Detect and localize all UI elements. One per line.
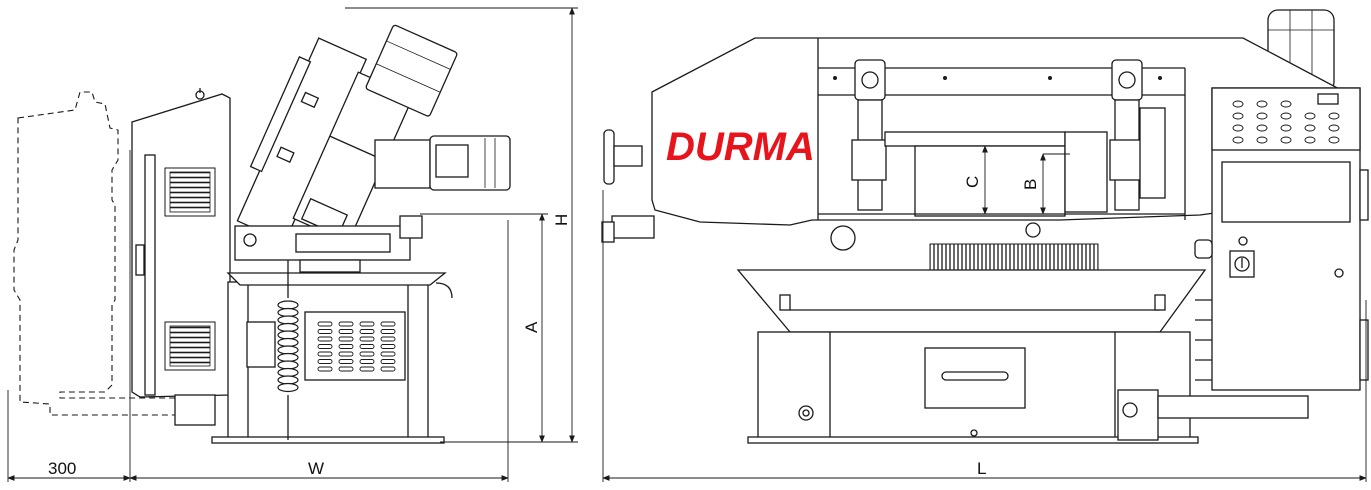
side-dimensions: 300 W H A [7,7,578,482]
vent-slots [317,321,396,372]
front-chip-tray [736,269,1207,333]
panel-screen [1221,161,1351,223]
workpiece-envelope [914,145,1066,217]
door-open-outline [13,91,181,416]
tension-spring [277,300,299,393]
dim-h-label: H [552,214,571,226]
chip-tray [226,272,447,286]
dim-w-label: W [308,459,324,478]
dim-c-label: C [963,176,982,188]
dim-b-label: B [1021,179,1040,190]
front-view: DURMA C B [601,9,1369,444]
handwheel [603,129,615,185]
dim-300-label: 300 [48,459,76,478]
indicator-light [1238,236,1248,246]
side-view [13,24,511,444]
saw-arm [236,24,458,244]
dim-a-label: A [522,321,541,333]
drive-motor [365,24,458,117]
front-dimensions: L [602,190,1367,482]
brand-logo: DURMA [666,125,815,169]
dim-l-label: L [977,459,986,478]
panel-buttons [1232,100,1340,144]
vise-roller-teeth [929,243,1099,273]
